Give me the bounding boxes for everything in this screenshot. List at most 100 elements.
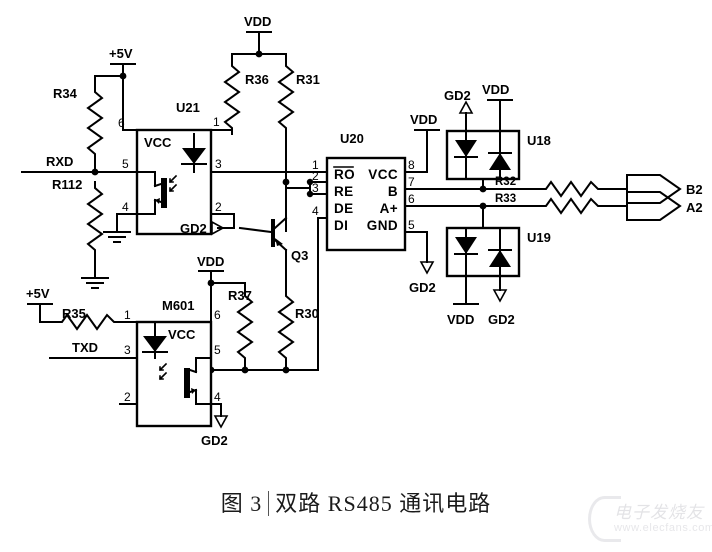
watermark-logo-icon <box>588 496 621 542</box>
figure-title: 双路 RS485 通讯电路 <box>275 491 492 516</box>
resistor-r34 <box>87 85 103 161</box>
ground-symbol-r112 <box>81 267 109 289</box>
label-5v-bottom: +5V <box>26 286 50 301</box>
label-r33: R33 <box>495 193 516 205</box>
power-rail-5v-bottom <box>27 303 53 323</box>
label-m601: M601 <box>162 298 195 313</box>
label-vdd-q3: VDD <box>197 254 224 269</box>
watermark-url: www.elecfans.com <box>614 522 712 534</box>
label-out-b2: B2 <box>686 182 703 197</box>
u20-pin-name-de: DE <box>334 201 354 216</box>
net-flag-gd2-m601 <box>214 415 228 428</box>
label-r30: R30 <box>295 306 319 321</box>
wire-u21-pin4-gnd <box>116 213 138 223</box>
u21-pin-3-number: 3 <box>215 157 222 171</box>
m601-pin-3-number: 3 <box>124 343 131 357</box>
u20-pin-name-re: RE <box>334 184 354 199</box>
junction-u20-de <box>306 190 314 198</box>
component-u20-rs485-transceiver: RO RE DE DI VCC B A+ GND 1 2 3 4 8 7 6 5 <box>309 156 428 252</box>
resistor-r31 <box>278 59 294 135</box>
u20-pin-num-3: 3 <box>312 181 319 195</box>
junction-rxd <box>91 168 99 176</box>
junction-r30-bottom <box>282 366 290 374</box>
m601-pin-5-number: 5 <box>214 343 221 357</box>
resistor-r112 <box>87 181 103 257</box>
u20-pin-num-5: 5 <box>408 218 415 232</box>
component-u18-tvs-array <box>445 129 521 181</box>
component-q3-transistor <box>238 216 288 252</box>
net-flag-gd2-u18 <box>459 101 473 114</box>
component-m601-optocoupler: VCC 1 6 3 5 2 4 <box>124 308 221 428</box>
component-u19-tvs-array <box>445 226 521 278</box>
label-r112: R112 <box>52 177 82 192</box>
label-r35: R35 <box>62 306 86 321</box>
u20-pin-name-b: B <box>388 184 398 199</box>
label-r32: R32 <box>495 176 516 188</box>
label-txd: TXD <box>72 340 98 355</box>
u20-pin-num-7: 7 <box>408 175 415 189</box>
label-rxd: RXD <box>46 154 73 169</box>
m601-pin-4-number: 4 <box>214 390 221 404</box>
m601-pin-6-number: 6 <box>214 308 221 322</box>
u20-pin-num-4: 4 <box>312 204 319 218</box>
label-r31: R31 <box>296 72 320 87</box>
resistor-r30 <box>278 289 294 365</box>
wire-5v-to-r34 <box>94 75 124 87</box>
u20-pin-num-8: 8 <box>408 158 415 172</box>
label-gd2-m601: GD2 <box>201 433 228 448</box>
m601-pin-2-number: 2 <box>124 390 131 404</box>
component-u21-optocoupler: VCC 6 1 5 3 4 2 <box>118 115 233 236</box>
wire-m601-pin4-gd2 <box>210 403 222 417</box>
u20-pin-name-gnd: GND <box>367 218 398 233</box>
site-watermark: 电子发烧友 www.elecfans.com <box>588 490 712 548</box>
u21-pin-2-number: 2 <box>215 200 222 214</box>
label-out-a2: A2 <box>686 200 703 215</box>
watermark-brand-cn: 电子发烧友 <box>614 503 704 522</box>
u20-pin-name-ro: RO <box>334 167 355 182</box>
ground-symbol-u21 <box>103 221 131 243</box>
u20-pin-name-vcc: VCC <box>368 167 398 182</box>
u20-pin-num-1: 1 <box>312 158 319 172</box>
m601-inner-vcc-label: VCC <box>168 327 196 342</box>
label-q3: Q3 <box>291 248 308 263</box>
junction-u20-re <box>306 178 314 186</box>
junction-r37-bottom <box>241 366 249 374</box>
label-u18: U18 <box>527 133 551 148</box>
u20-pin-num-2: 2 <box>312 169 319 183</box>
figure-number: 图 3 <box>220 491 270 516</box>
wire-u21-pin2-gd2 <box>210 213 235 229</box>
label-gd2-u18: GD2 <box>444 88 471 103</box>
wire-vdd-to-r37 <box>210 282 246 291</box>
u20-pin-name-di: DI <box>334 218 348 233</box>
label-r37: R37 <box>228 288 252 303</box>
net-flag-gd2-u20 <box>420 261 434 274</box>
u20-pin-num-6: 6 <box>408 192 415 206</box>
label-vdd-top: VDD <box>244 14 271 29</box>
label-5v-top: +5V <box>109 46 133 61</box>
resistor-r33 <box>539 198 605 214</box>
u21-inner-vcc-label: VCC <box>144 135 172 150</box>
m601-pin-1-number: 1 <box>124 308 131 322</box>
net-flag-gd2-u19 <box>493 289 507 302</box>
label-u20: U20 <box>340 131 364 146</box>
power-rail-vdd-top <box>246 31 272 55</box>
label-vdd-u19: VDD <box>447 312 474 327</box>
label-gd2-u19: GD2 <box>488 312 515 327</box>
label-u19: U19 <box>527 230 551 245</box>
resistor-r32 <box>539 181 605 197</box>
u21-pin-6-number: 6 <box>118 116 125 130</box>
label-r36: R36 <box>245 72 269 87</box>
u21-pin-1-number: 1 <box>213 115 220 129</box>
u21-pin-5-number: 5 <box>122 157 129 171</box>
label-gd2-u21: GD2 <box>180 221 207 236</box>
label-u21: U21 <box>176 100 200 115</box>
label-gd2-u20: GD2 <box>409 280 436 295</box>
wire-5v-to-u21-pin6 <box>122 75 138 131</box>
label-vdd-u18-left: VDD <box>410 112 437 127</box>
u20-pin-name-a: A+ <box>380 201 398 216</box>
connector-output-b2-a2 <box>626 174 682 221</box>
resistor-r36 <box>224 59 240 135</box>
junction-r31-base-net <box>282 178 290 186</box>
